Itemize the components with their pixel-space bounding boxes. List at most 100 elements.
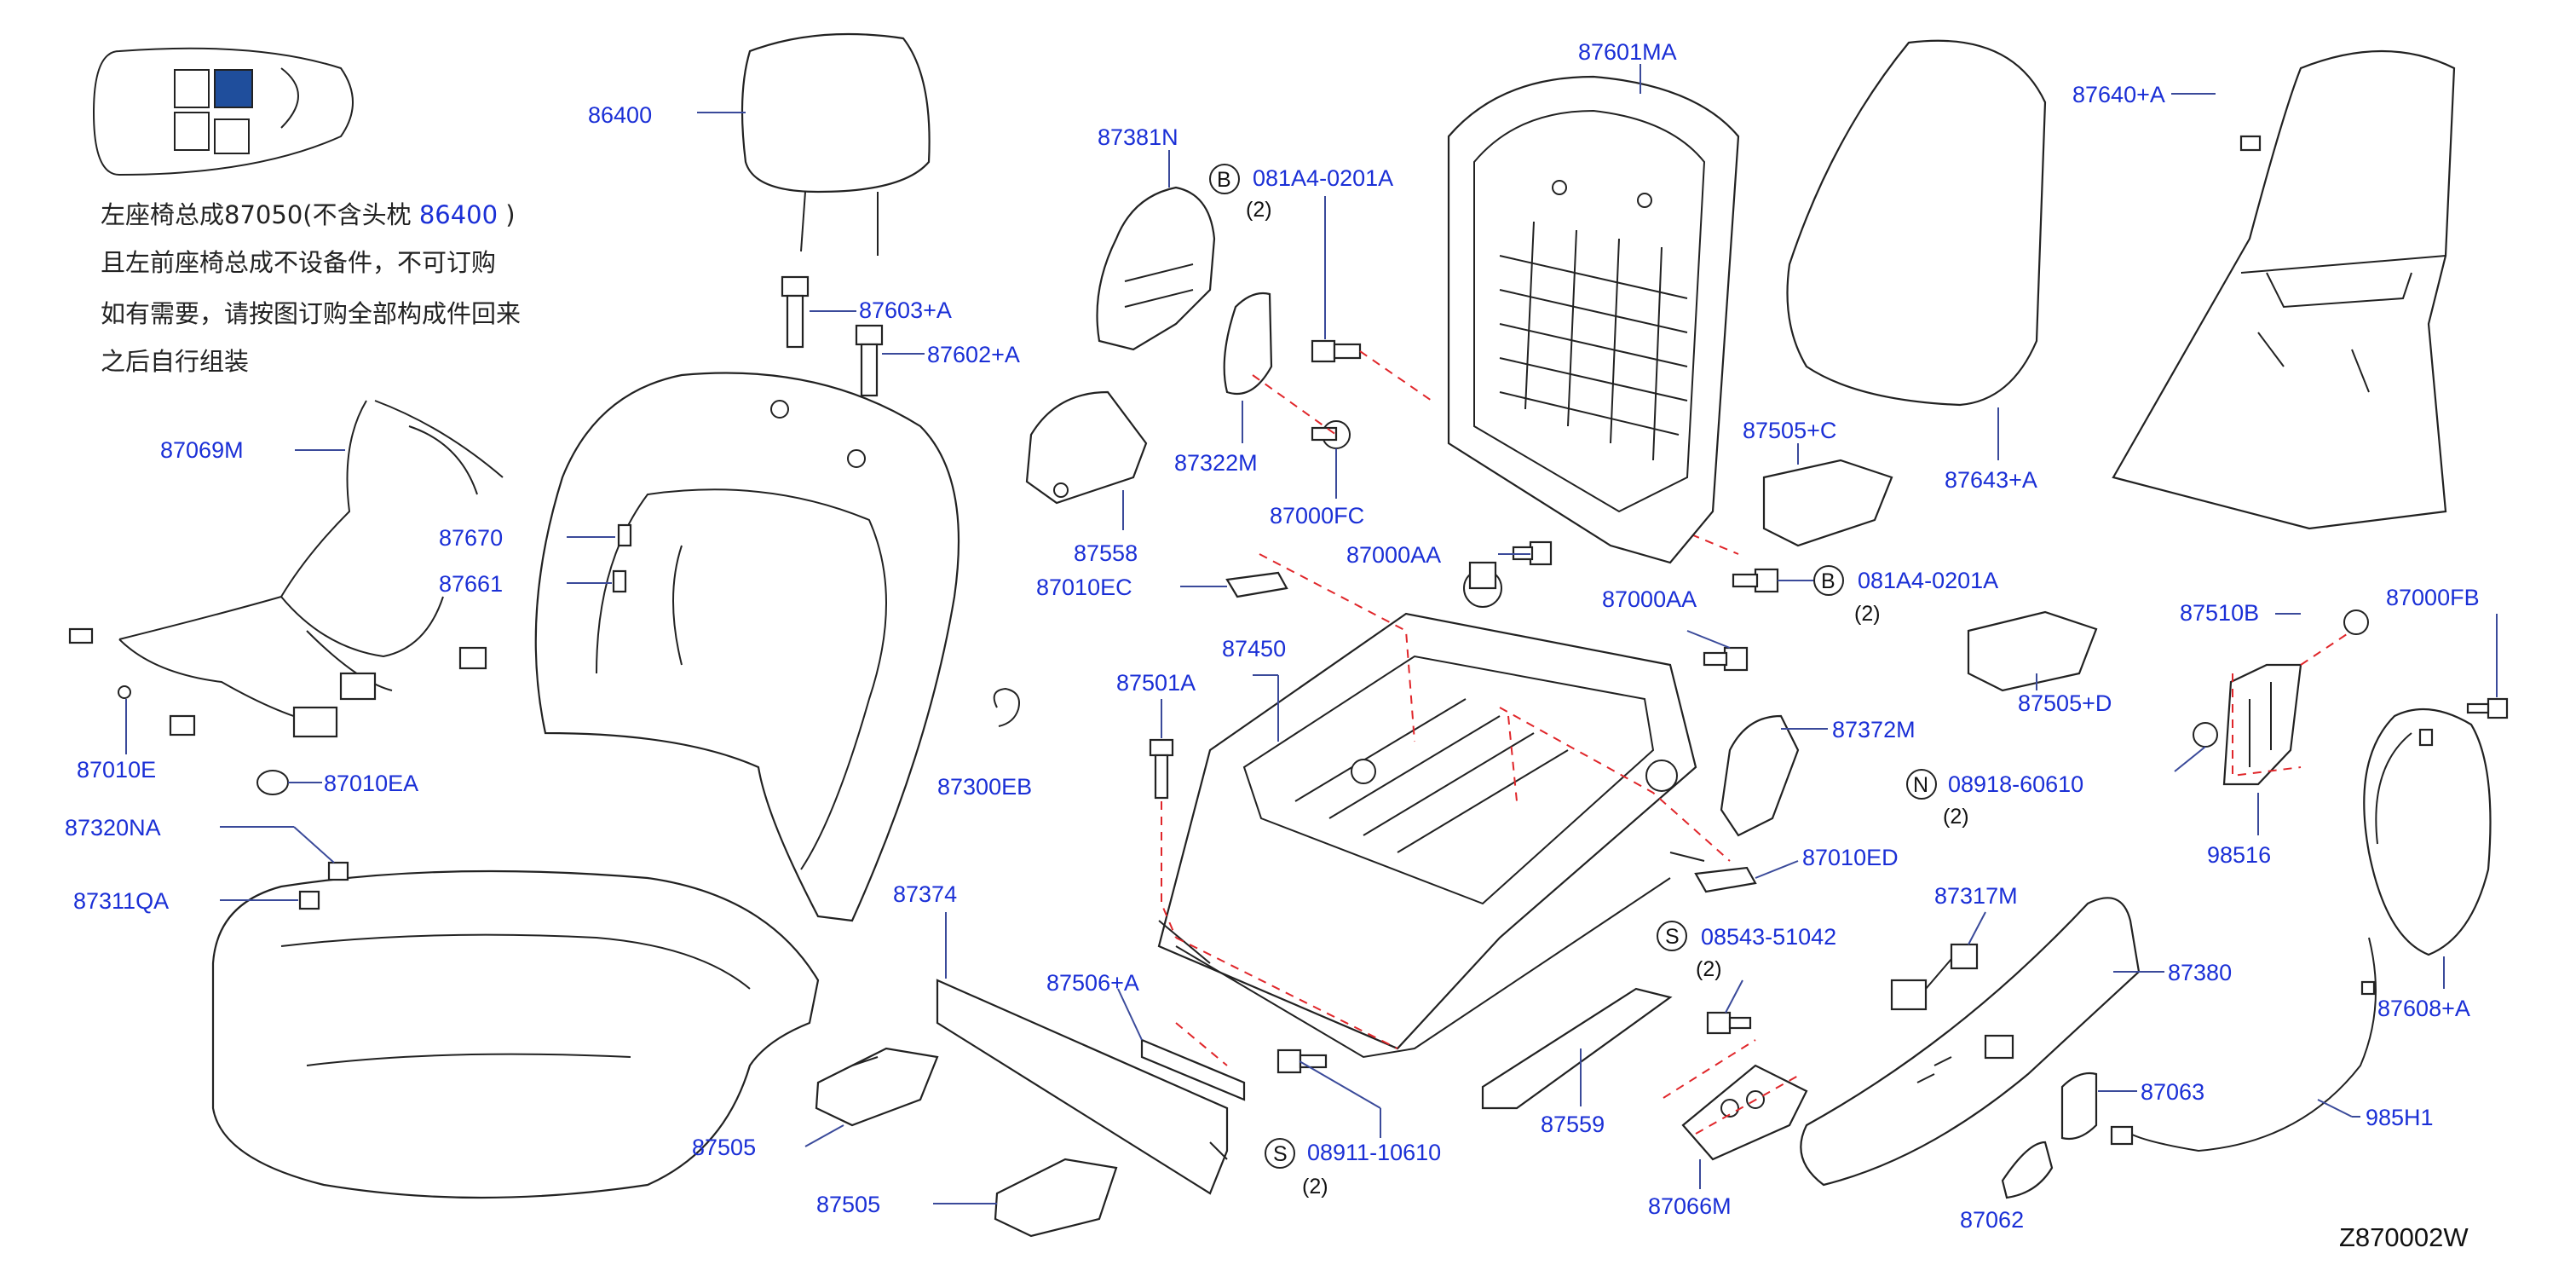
screw-87000FC	[1311, 420, 1351, 449]
part-87643A-label[interactable]: 87643+A	[1945, 467, 2037, 493]
part-87506A-label[interactable]: 87506+A	[1046, 970, 1139, 996]
cover-87558	[1025, 390, 1148, 505]
callout-b2[interactable]: B 081A4-0201A (2)	[1813, 565, 1998, 626]
note-line-2: 且左前座椅总成不设备件，不可订购	[101, 248, 496, 277]
cover-87505D	[1967, 610, 2098, 692]
seat-cushion-part	[211, 869, 820, 1199]
svg-text:(2): (2)	[1696, 957, 1722, 981]
part-87501A-label[interactable]: 87501A	[1116, 670, 1196, 696]
svg-text:08911-10610: 08911-10610	[1307, 1140, 1441, 1165]
bolt-08543-51042	[1706, 1011, 1752, 1035]
part-87010EA-label[interactable]: 87010EA	[324, 771, 418, 796]
wire-harness-part	[68, 400, 504, 738]
hook-87300EB	[993, 687, 1020, 727]
bracket-87506A	[1140, 1038, 1246, 1101]
seatback-cover-part	[534, 372, 960, 922]
bracket-87372M	[1720, 714, 1800, 837]
part-87010E-label[interactable]: 87010E	[77, 757, 156, 783]
part-87640A-label[interactable]: 87640+A	[2072, 82, 2165, 107]
svg-text:08543-51042: 08543-51042	[1701, 924, 1836, 950]
switch-87066M	[1681, 1064, 1808, 1161]
part-87320NA-label[interactable]: 87320NA	[65, 815, 161, 840]
part-87372M-label[interactable]: 87372M	[1832, 717, 1916, 742]
svg-text:S: S	[1273, 1142, 1288, 1166]
seatback-frame-87601MA	[1447, 75, 1740, 564]
bolt-081A4-right	[1732, 568, 1779, 593]
svg-text:B: B	[1217, 168, 1231, 192]
cover-87505-lower-left	[815, 1047, 939, 1127]
svg-text:(2): (2)	[1246, 198, 1272, 222]
headrest-guide-1	[781, 275, 810, 349]
note-line-3: 如有需要，请按图订购全部构成件回来	[101, 299, 521, 328]
callout-n1[interactable]: N 08918-60610 (2)	[1906, 769, 2083, 829]
part-86400-label[interactable]: 86400	[588, 102, 652, 128]
part-87381N-label[interactable]: 87381N	[1098, 124, 1179, 150]
part-87670-label[interactable]: 87670	[439, 525, 503, 551]
callout-s1[interactable]: S 08543-51042 (2)	[1657, 921, 1836, 981]
callout-s2[interactable]: S 08911-10610 (2)	[1265, 1138, 1441, 1199]
part-87000FB-label[interactable]: 87000FB	[2386, 585, 2480, 610]
part-87069M-label[interactable]: 87069M	[160, 437, 244, 463]
bolt-87501A	[1149, 738, 1174, 800]
part-87000AA-label-1[interactable]: 87000AA	[1346, 542, 1441, 568]
part-87311QA-label[interactable]: 87311QA	[73, 888, 169, 914]
clip-87010EC	[1225, 571, 1288, 598]
connector-87317M	[1890, 943, 1979, 1011]
rail-87559	[1481, 987, 1673, 1110]
bolt-87000AA-2	[1703, 646, 1749, 672]
note-line-4: 之后自行组装	[101, 347, 249, 376]
tag-87670	[617, 523, 632, 547]
grommet-87010EA	[256, 770, 289, 795]
part-87000AA-label-2[interactable]: 87000AA	[1602, 586, 1697, 612]
callout-b1[interactable]: B 081A4-0201A (2)	[1209, 164, 1393, 222]
cover-87505-lower-center	[994, 1158, 1118, 1238]
svg-text:08918-60610: 08918-60610	[1948, 771, 2083, 797]
part-87558-label[interactable]: 87558	[1074, 540, 1138, 566]
part-87300EB-label[interactable]: 87300EB	[937, 774, 1032, 800]
part-87505D-label[interactable]: 87505+D	[2018, 690, 2112, 716]
back-board-87640A	[2112, 49, 2456, 530]
part-87510B-label[interactable]: 87510B	[2180, 600, 2259, 626]
part-87559-label[interactable]: 87559	[1541, 1112, 1605, 1137]
seatback-pad-87643A	[1786, 39, 2047, 407]
headrest-part	[741, 32, 931, 256]
bolt-08911-10610	[1276, 1048, 1328, 1074]
part-87450-label[interactable]: 87450	[1222, 636, 1286, 661]
knob-87322M	[1223, 292, 1273, 396]
part-87603A-label[interactable]: 87603+A	[859, 297, 952, 323]
bracket-87510B	[2222, 663, 2302, 786]
part-87063-label[interactable]: 87063	[2141, 1079, 2204, 1105]
part-87010EC-label[interactable]: 87010EC	[1036, 575, 1132, 600]
svg-text:B: B	[1821, 569, 1835, 593]
part-985H1-label[interactable]: 985H1	[2366, 1105, 2434, 1130]
svg-text:(2): (2)	[1854, 602, 1881, 626]
part-87374-label[interactable]: 87374	[893, 881, 957, 907]
seat-frame-87450	[1157, 561, 1705, 1059]
part-87608A-label[interactable]: 87608+A	[2377, 996, 2470, 1021]
part-87602A-label[interactable]: 87602+A	[927, 342, 1020, 367]
svg-text:081A4-0201A: 081A4-0201A	[1858, 568, 1998, 593]
diagram-code: Z870002W	[2339, 1222, 2469, 1252]
tag-87661	[612, 569, 627, 593]
part-87601MA-label[interactable]: 87601MA	[1578, 39, 1677, 65]
tag-87320NA	[327, 861, 349, 881]
part-87380-label[interactable]: 87380	[2168, 960, 2232, 985]
screw-87000FB	[2466, 697, 2509, 719]
part-87505C-label[interactable]: 87505+C	[1743, 418, 1836, 443]
part-98516-label[interactable]: 98516	[2207, 842, 2271, 868]
svg-text:N: N	[1913, 773, 1928, 797]
part-87000FC-label[interactable]: 87000FC	[1270, 503, 1364, 529]
highlighted-seat-marker	[214, 69, 253, 108]
part-87010ED-label[interactable]: 87010ED	[1802, 845, 1899, 870]
harness-985H1	[2110, 937, 2377, 1152]
part-87505-label-2[interactable]: 87505	[816, 1192, 880, 1217]
note-line-1: 左座椅总成87050(不含头枕 86400 )	[101, 200, 516, 229]
nut-left	[2193, 722, 2218, 748]
part-87322M-label[interactable]: 87322M	[1174, 450, 1258, 476]
part-87661-label[interactable]: 87661	[439, 571, 503, 597]
nut-87510B-top	[2343, 609, 2369, 635]
part-87317M-label[interactable]: 87317M	[1934, 883, 2018, 909]
part-87062-label[interactable]: 87062	[1960, 1207, 2024, 1233]
part-87505-label-1[interactable]: 87505	[692, 1135, 756, 1160]
part-87066M-label[interactable]: 87066M	[1648, 1193, 1732, 1219]
